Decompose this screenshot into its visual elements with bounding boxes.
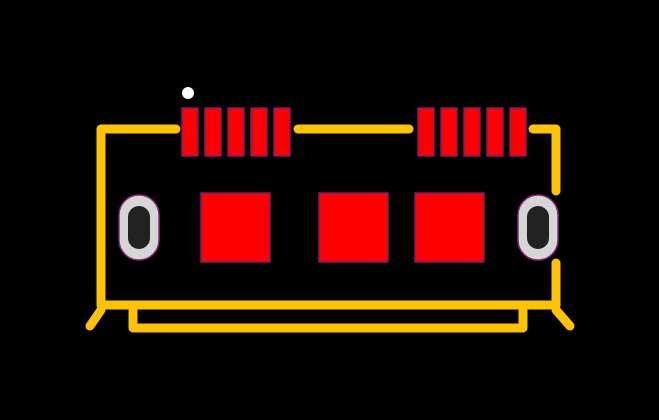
signal-pad bbox=[417, 107, 435, 157]
mounting-hole-left bbox=[118, 194, 160, 261]
signal-pad bbox=[181, 107, 199, 157]
silkscreen-right-foot bbox=[551, 305, 575, 331]
silkscreen-outline bbox=[85, 124, 575, 333]
mounting-hole-core bbox=[128, 206, 150, 249]
signal-pad bbox=[463, 107, 481, 157]
signal-pad bbox=[486, 107, 504, 157]
silkscreen-right-top-segment bbox=[528, 124, 561, 196]
right-pin-group bbox=[417, 107, 527, 157]
left-pin-group bbox=[181, 107, 291, 157]
large-pads bbox=[200, 192, 485, 263]
large-pad-right bbox=[414, 192, 485, 263]
mounting-hole-right bbox=[517, 194, 559, 261]
mounting-hole-core bbox=[527, 206, 549, 249]
large-pad-center bbox=[318, 192, 389, 263]
signal-pad bbox=[273, 107, 291, 157]
silkscreen-left-top-segment bbox=[96, 124, 181, 310]
silkscreen-left-foot bbox=[85, 305, 106, 331]
pin1-marker bbox=[182, 87, 194, 99]
signal-pad bbox=[227, 107, 245, 157]
signal-pad bbox=[509, 107, 527, 157]
signal-pad bbox=[204, 107, 222, 157]
large-pad-left bbox=[200, 192, 271, 263]
silkscreen-base-rail bbox=[128, 300, 528, 333]
signal-pad bbox=[250, 107, 268, 157]
signal-pad bbox=[440, 107, 458, 157]
